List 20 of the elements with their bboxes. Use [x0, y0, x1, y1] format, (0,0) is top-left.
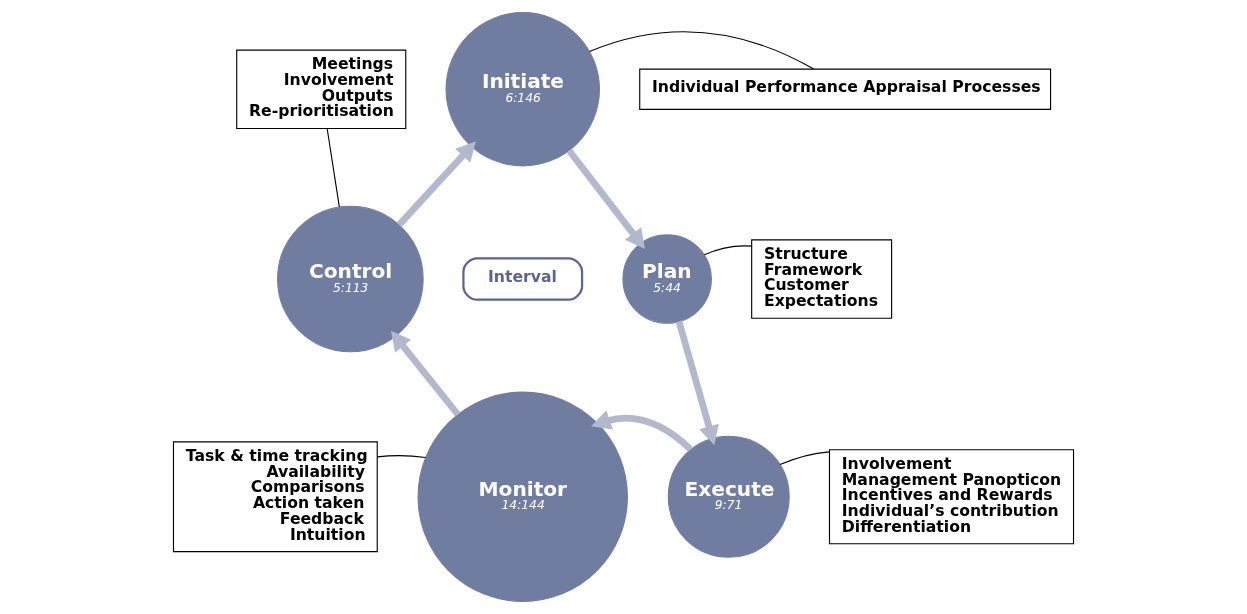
arrow	[390, 330, 461, 417]
arrow	[566, 148, 645, 250]
node-box: Involvement Management Panopticon Incentives and Rewards Individual’s contribution Differentiation	[828, 449, 1075, 545]
connector	[703, 245, 753, 256]
connector	[326, 128, 340, 208]
node-box: Individual Performance Appraisal Processes	[639, 68, 1052, 110]
arrow	[675, 320, 719, 446]
connector	[588, 31, 815, 70]
node-circle: Monitor 14:144	[417, 391, 628, 602]
node-box: Interval	[462, 257, 584, 301]
node-circle: Execute 9:71	[667, 435, 790, 558]
connector	[376, 455, 427, 459]
node-circle: Plan 5:44	[622, 234, 712, 324]
node-box: Meetings Involvement Outputs Re-prioritisation	[236, 49, 407, 129]
node-box: Task & time tracking Availability Comparisons Action taken Feedback Intuition	[172, 441, 378, 553]
node-box: Structure Framework Customer Expectations	[751, 239, 893, 319]
node-circle: Initiate 6:146	[445, 12, 600, 167]
arrow	[591, 410, 693, 452]
arrow	[396, 141, 476, 228]
connector	[779, 451, 830, 466]
